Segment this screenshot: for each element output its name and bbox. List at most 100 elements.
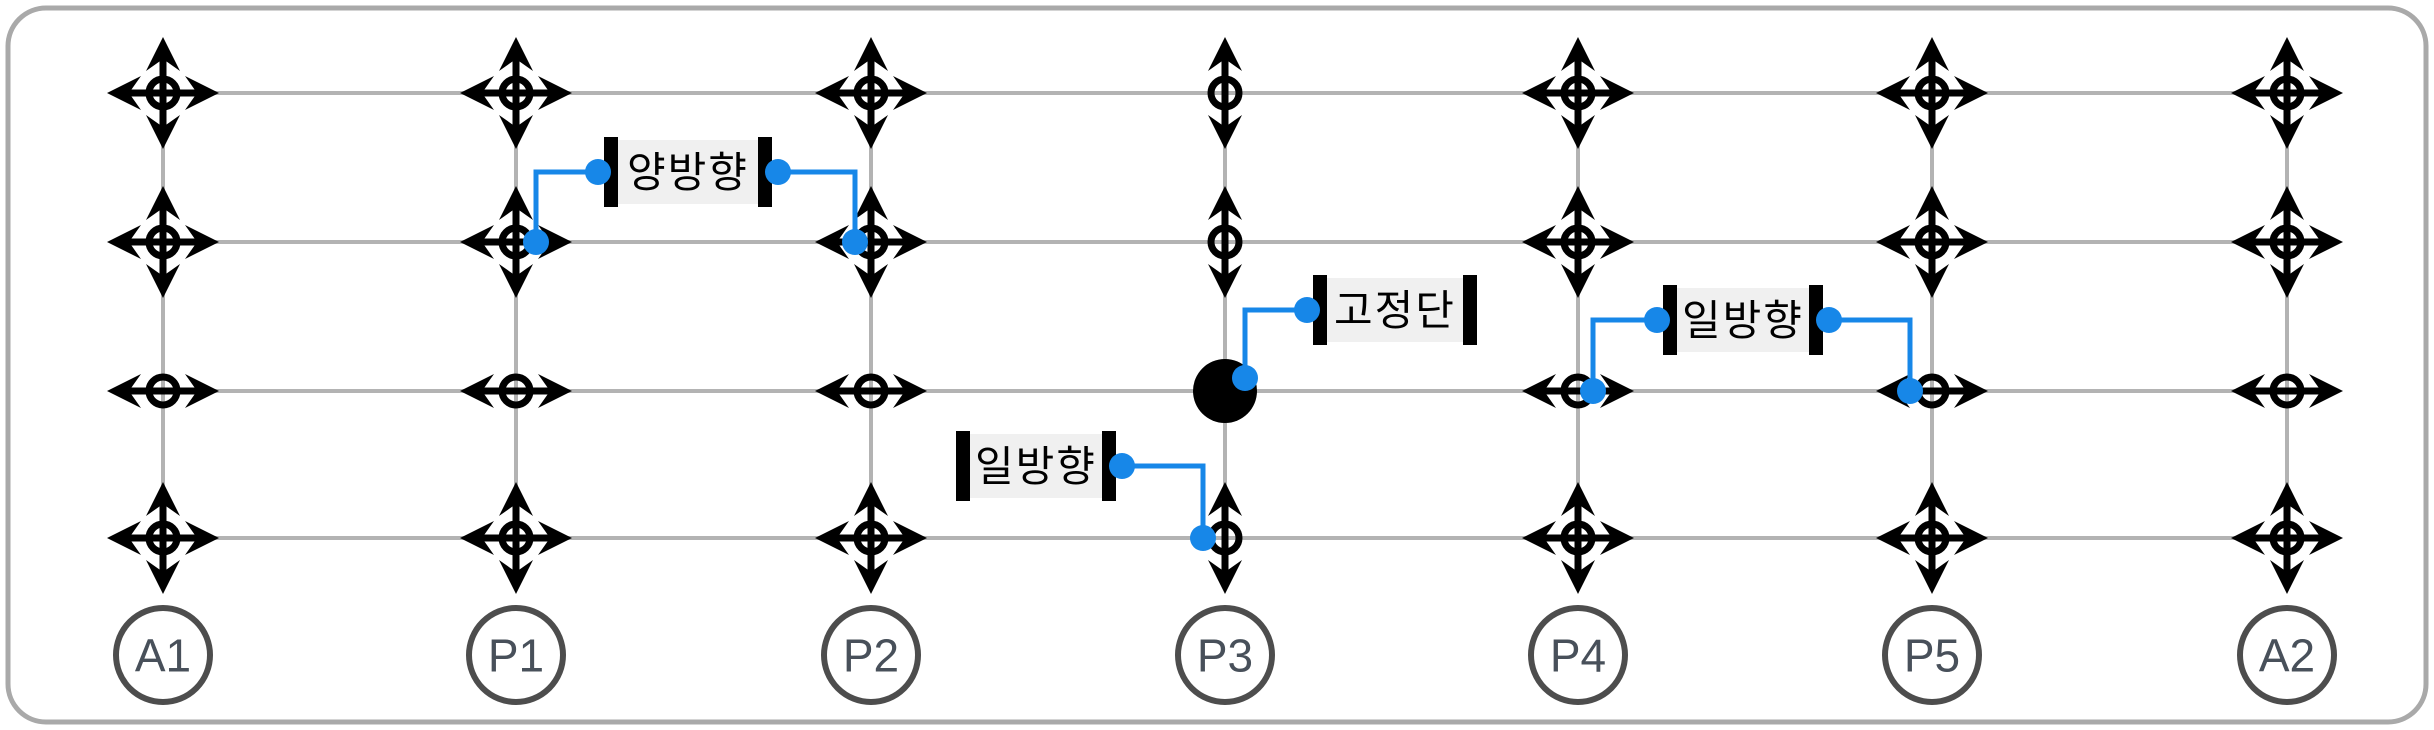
support-symbol-quad xyxy=(1876,482,1988,594)
arrow-arm xyxy=(1915,37,1949,93)
node-ring xyxy=(498,75,534,111)
arrow-head xyxy=(499,37,533,71)
annotation-label: 고정단 xyxy=(1334,287,1456,334)
arrow-head xyxy=(893,374,927,408)
arrow-head xyxy=(185,521,219,555)
arrow-head xyxy=(185,76,219,110)
pier-label-group: A2 xyxy=(2237,605,2337,705)
arrow-head xyxy=(854,482,888,516)
arrow-arm xyxy=(1876,225,1932,259)
support-symbol-quad xyxy=(460,186,572,298)
node-ring xyxy=(1914,520,1950,556)
arrow-arm xyxy=(2287,76,2343,110)
support-symbol-vert xyxy=(1207,186,1243,298)
annotation-bar-right xyxy=(1463,275,1477,345)
annotation-box xyxy=(970,434,1102,498)
arrow-head xyxy=(185,374,219,408)
arrow-head xyxy=(1915,115,1949,149)
connector-dot xyxy=(765,159,791,185)
support-symbol-horiz xyxy=(1522,373,1634,409)
arrow-arm xyxy=(2287,521,2343,555)
annotation-label: 일방향 xyxy=(975,443,1097,490)
node-ring xyxy=(145,520,181,556)
arrow-head xyxy=(1915,560,1949,594)
arrow-head xyxy=(2231,225,2265,259)
pier-label: P5 xyxy=(1904,630,1960,682)
arrow-head xyxy=(1876,76,1910,110)
pier-label: A2 xyxy=(2259,630,2315,682)
arrow-arm xyxy=(1876,521,1932,555)
arrow-head xyxy=(460,225,494,259)
arrow-head xyxy=(2309,76,2343,110)
connector-line xyxy=(1590,317,1657,391)
arrow-head xyxy=(1954,225,1988,259)
arrow-arm xyxy=(516,521,572,555)
arrow-arm xyxy=(1208,93,1242,149)
arrow-head xyxy=(1954,76,1988,110)
arrow-head xyxy=(460,521,494,555)
arrow-arm xyxy=(1561,482,1595,538)
annotation-bar-left xyxy=(956,431,970,501)
arrow-arm xyxy=(1208,186,1242,242)
arrow-head xyxy=(1208,186,1242,220)
arrow-arm xyxy=(516,374,572,408)
arrow-arm xyxy=(146,538,180,594)
node-ring xyxy=(145,75,181,111)
arrow-arm xyxy=(1522,76,1578,110)
arrow-head xyxy=(1208,37,1242,71)
arrow-arm xyxy=(460,225,516,259)
arrow-arm xyxy=(163,521,219,555)
arrow-arm xyxy=(871,76,927,110)
arrow-head xyxy=(146,482,180,516)
arrow-arm xyxy=(499,482,533,538)
arrow-head xyxy=(2309,521,2343,555)
arrow-arm xyxy=(2231,521,2287,555)
support-symbol-quad xyxy=(107,482,219,594)
arrow-head xyxy=(854,560,888,594)
arrow-head xyxy=(1561,186,1595,220)
arrow-arm xyxy=(2287,374,2343,408)
arrow-head xyxy=(499,560,533,594)
pier-circle xyxy=(2237,605,2337,705)
arrow-arm xyxy=(1915,242,1949,298)
arrow-head xyxy=(1208,115,1242,149)
arrow-arm xyxy=(2270,93,2304,149)
arrow-head xyxy=(2270,115,2304,149)
node-ring xyxy=(1207,75,1243,111)
arrow-arm xyxy=(107,225,163,259)
arrow-head xyxy=(107,521,141,555)
arrow-arm xyxy=(1561,37,1595,93)
arrow-head xyxy=(893,225,927,259)
arrow-arm xyxy=(499,538,533,594)
arrow-head xyxy=(854,115,888,149)
support-symbol-quad xyxy=(2231,37,2343,149)
pier-circle xyxy=(466,605,566,705)
arrow-head xyxy=(893,76,927,110)
arrow-arm xyxy=(163,374,219,408)
arrow-head xyxy=(1522,76,1556,110)
annotation: 양방향 xyxy=(523,137,868,255)
node-ring xyxy=(1207,224,1243,260)
pier-label-group: P4 xyxy=(1528,605,1628,705)
connector-dot xyxy=(1294,297,1320,323)
arrow-head xyxy=(146,560,180,594)
connector-dot xyxy=(585,159,611,185)
arrow-head xyxy=(815,374,849,408)
connector-line xyxy=(1122,463,1206,538)
arrow-head xyxy=(1600,521,1634,555)
support-symbol-quad xyxy=(1522,186,1634,298)
arrow-head xyxy=(499,115,533,149)
connector-dot xyxy=(1644,307,1670,333)
arrow-arm xyxy=(1932,225,1988,259)
arrow-head xyxy=(854,37,888,71)
annotation-box xyxy=(1677,288,1809,352)
arrow-arm xyxy=(460,76,516,110)
arrow-arm xyxy=(1915,93,1949,149)
arrow-arm xyxy=(815,76,871,110)
arrow-arm xyxy=(107,521,163,555)
arrow-arm xyxy=(854,242,888,298)
annotation-label: 양방향 xyxy=(627,149,749,196)
support-symbol-quad xyxy=(107,37,219,149)
